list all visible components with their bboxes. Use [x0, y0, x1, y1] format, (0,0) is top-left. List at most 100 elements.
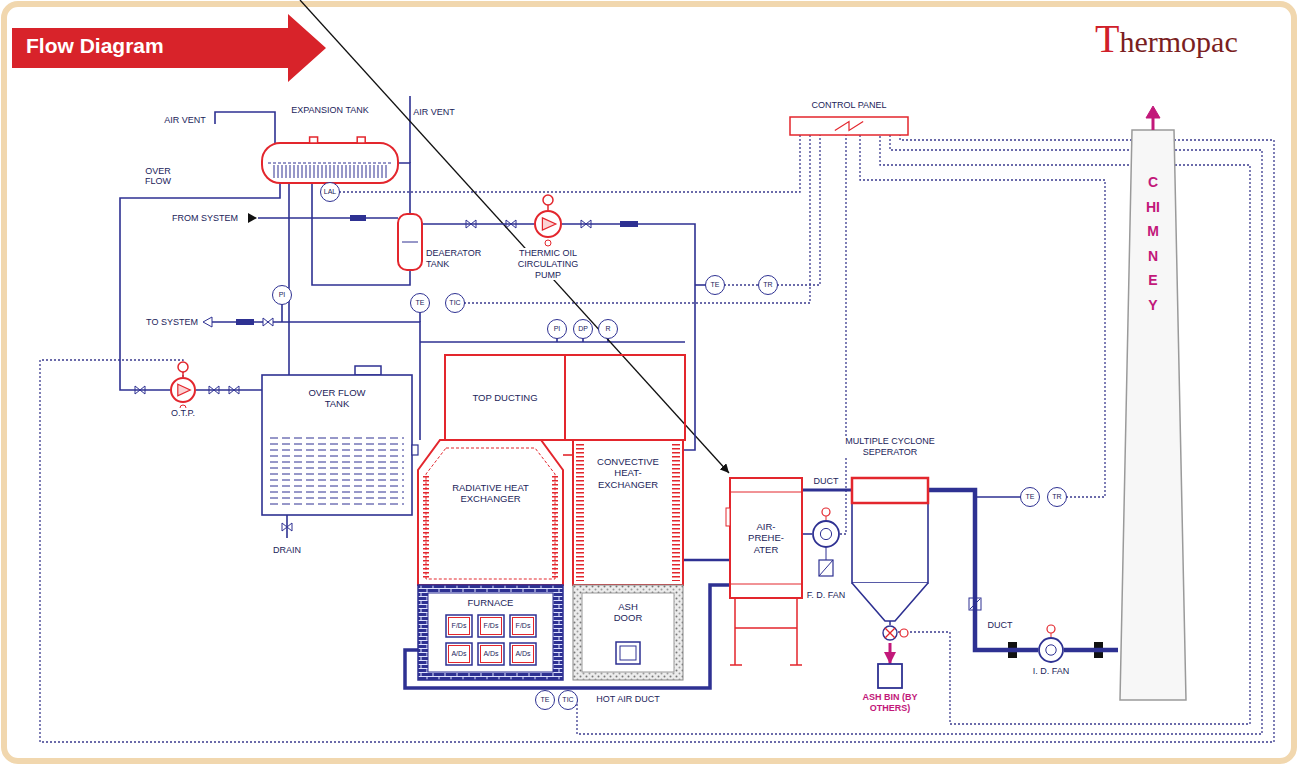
- node-label: ASH BIN (BY OTHERS): [857, 692, 923, 714]
- path-part: [409, 96, 411, 163]
- pipe-connector: [312, 183, 410, 285]
- node-label: O.T.P.: [163, 408, 203, 419]
- otp-pump-outline: [170, 377, 196, 403]
- pipe-connector: [398, 163, 410, 214]
- duct-label: DUCT: [988, 620, 1013, 630]
- pipework: [212, 96, 1021, 538]
- path-part: [330, 165, 331, 178]
- path-part: [338, 165, 339, 178]
- rect-part: [478, 615, 504, 637]
- otp-pump: O.T.P.: [170, 377, 196, 403]
- path-part: [840, 135, 846, 534]
- node-label: AIR- PREHE- ATER: [738, 521, 794, 555]
- to-system-arrow: [203, 317, 212, 327]
- instrument-tag: LAL: [320, 182, 340, 202]
- path-part: [298, 165, 299, 178]
- path-part: [880, 135, 1250, 724]
- path-part: [826, 548, 827, 560]
- path-part: [270, 474, 404, 475]
- path-part: [464, 135, 810, 303]
- circle-part: [1039, 638, 1063, 662]
- air-preheater: AIR- PREHE- ATER: [730, 478, 802, 598]
- rect-part: [262, 143, 398, 183]
- path-part: [302, 165, 303, 178]
- path-part: [258, 217, 398, 219]
- ash-door-outline: [573, 585, 683, 680]
- rect-part: [446, 615, 472, 637]
- path-part: [735, 598, 797, 665]
- rect-part: [726, 508, 730, 526]
- path-part: [270, 480, 404, 481]
- deaerator-tank: DEAERATOR TANK: [398, 214, 422, 270]
- rect-part: [852, 503, 928, 583]
- instrument-tag: TIC: [558, 690, 578, 710]
- control-panel: CONTROL PANEL: [790, 117, 908, 135]
- path-part: [354, 165, 355, 178]
- pipe-connector: [120, 183, 280, 390]
- path-part: [420, 341, 685, 343]
- instrument-tag: TE: [535, 690, 555, 710]
- path-part: [318, 165, 319, 178]
- path-part: [374, 165, 375, 178]
- node-label: CONTROL PANEL: [790, 100, 908, 111]
- rect-part: [616, 642, 640, 664]
- path-part: [542, 218, 555, 230]
- rect-part: [878, 664, 902, 688]
- instrument-tag: PI: [272, 285, 292, 305]
- id-fan: I. D. FAN: [1038, 637, 1064, 663]
- instrument-tag: TIC: [445, 293, 465, 313]
- top-ducting: TOP DUCTING: [445, 355, 685, 440]
- path-part: [270, 462, 404, 463]
- path-part: [672, 444, 680, 581]
- control-wiring: [40, 135, 1274, 742]
- air-door: A/Ds: [446, 643, 472, 665]
- node-label: MULTIPLE CYCLONE SEPERATOR: [845, 436, 935, 458]
- rect-part: [510, 643, 536, 665]
- oil-circulating-pump: THERMIC OIL CIRCULATING PUMP: [534, 210, 562, 238]
- pipe-connector: [196, 389, 262, 391]
- rect-part: [398, 214, 422, 270]
- brand-logo: Thermopac: [1095, 16, 1238, 62]
- path-part: [270, 498, 404, 499]
- path-part: [215, 112, 275, 143]
- oil-circulating-pump-outline: [534, 210, 562, 238]
- circle-part: [1046, 645, 1056, 655]
- node-label: A/Ds: [447, 650, 471, 658]
- rect-part: [620, 646, 636, 660]
- path-part: [576, 444, 584, 581]
- instrument-tag: TE: [705, 275, 725, 295]
- title-banner: [12, 14, 326, 82]
- path-part: [278, 165, 279, 178]
- rect-part: [418, 585, 563, 680]
- vent-label: AIR VENT: [164, 115, 206, 125]
- circle-part: [813, 521, 839, 547]
- path-part: [270, 456, 404, 457]
- path-part: [268, 163, 392, 164]
- fd-fan: F. D. FAN: [812, 520, 840, 548]
- node-label: CHIMNEY: [1146, 170, 1160, 317]
- instrument-tag: TR: [758, 275, 778, 295]
- path-part: [724, 284, 759, 285]
- pipe-connector: [405, 585, 730, 688]
- valves: [135, 220, 591, 531]
- pipe-connector: [683, 559, 730, 562]
- path-part: [419, 312, 421, 322]
- path-part: [975, 496, 1021, 498]
- node-label: RADIATIVE HEAT EXCHANGER: [450, 482, 531, 505]
- path-part: [418, 440, 563, 585]
- path-part: [852, 583, 928, 621]
- node-label: F/Ds: [511, 622, 535, 630]
- circle-part: [171, 378, 195, 402]
- rect-part: [310, 137, 318, 143]
- path-part: [552, 476, 558, 579]
- path-part: [382, 165, 383, 178]
- path-part: [378, 165, 379, 178]
- path-part: [40, 135, 1274, 742]
- node-label: TOP DUCTING: [455, 392, 555, 403]
- rect-part: [262, 375, 412, 515]
- strainer: [350, 215, 366, 221]
- fuel-door: F/Ds: [446, 615, 472, 637]
- pipe-connector: [1064, 648, 1118, 653]
- path-part: [366, 165, 367, 178]
- strainer: [236, 319, 254, 325]
